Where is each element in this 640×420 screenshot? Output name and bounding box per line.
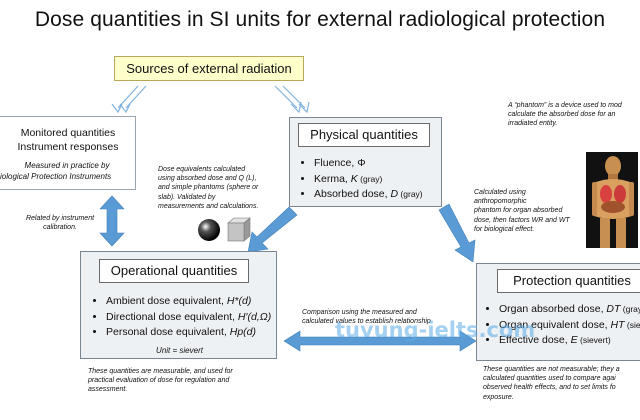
- sphere-slab-phantoms: [198, 217, 251, 242]
- operational-item-ambient: Ambient dose equivalent, H*(d): [106, 294, 271, 310]
- protection-header-label: Protection quantities: [513, 273, 631, 288]
- operational-item-personal: Personal dose equivalent, Hp(d): [106, 325, 271, 341]
- physical-item-fluence: Fluence, Φ: [314, 156, 423, 172]
- monitored-note-2: iological Protection Instruments: [0, 172, 112, 181]
- monitored-title-2: Instrument responses: [17, 141, 119, 153]
- physical-to-operational-arrow: [247, 206, 298, 253]
- physical-list: Fluence, Φ Kerma, K (gray) Absorbed dose…: [296, 156, 423, 203]
- operational-box: Operational quantities Ambient dose equi…: [80, 251, 277, 359]
- sphere-phantom-icon: [198, 219, 220, 241]
- monitored-title-1: Monitored quantities: [20, 127, 116, 139]
- operational-list: Ambient dose equivalent, H*(d) Direction…: [88, 294, 271, 341]
- source-to-physical-arrow: [274, 85, 310, 114]
- calibration-double-arrow: [99, 195, 125, 247]
- slab-phantom-icon: [227, 217, 251, 242]
- operational-unit: Unit = sievert: [156, 346, 203, 355]
- page-title: Dose quantities in SI units for external…: [34, 8, 606, 31]
- operational-header: Operational quantities: [99, 259, 249, 283]
- protection-list: Organ absorbed dose, DT (gray Organ equi…: [481, 302, 640, 349]
- monitored-box: Monitored quantities Instrument response…: [0, 116, 136, 190]
- watermark-text: tuvung-ielts.com: [335, 318, 536, 342]
- not-measurable-note: These quantities are not measurable; the…: [483, 366, 620, 401]
- anthropomorphic-phantom-image: [586, 152, 638, 248]
- protection-header: Protection quantities: [497, 269, 640, 293]
- physical-header: Physical quantities: [298, 123, 430, 147]
- operational-header-label: Operational quantities: [110, 263, 238, 278]
- physical-header-label: Physical quantities: [310, 127, 418, 142]
- physical-item-kerma: Kerma, K (gray): [314, 172, 423, 188]
- physical-box: Physical quantities Fluence, Φ Kerma, K …: [289, 117, 442, 207]
- monitored-note-1: Measured in practice by: [24, 161, 110, 170]
- sources-label: Sources of external radiation: [126, 61, 292, 76]
- sources-header: Sources of external radiation: [114, 56, 304, 81]
- protection-box: Protection quantities Organ absorbed dos…: [476, 263, 640, 361]
- source-to-monitored-arrow: [111, 85, 147, 114]
- physical-to-protection-arrow: [438, 203, 476, 263]
- protection-item-effective: Effective dose, E (sievert): [499, 333, 640, 349]
- protection-item-organ-absorbed: Organ absorbed dose, DT (gray: [499, 302, 640, 318]
- measurable-note: These quantities are measurable, and use…: [88, 368, 233, 394]
- operational-item-directional: Directional dose equivalent, H′(d,Ω): [106, 310, 271, 326]
- physical-item-absorbed-dose: Absorbed dose, D (gray): [314, 187, 423, 203]
- protection-item-organ-equivalent: Organ equivalent dose, HT (siev: [499, 318, 640, 334]
